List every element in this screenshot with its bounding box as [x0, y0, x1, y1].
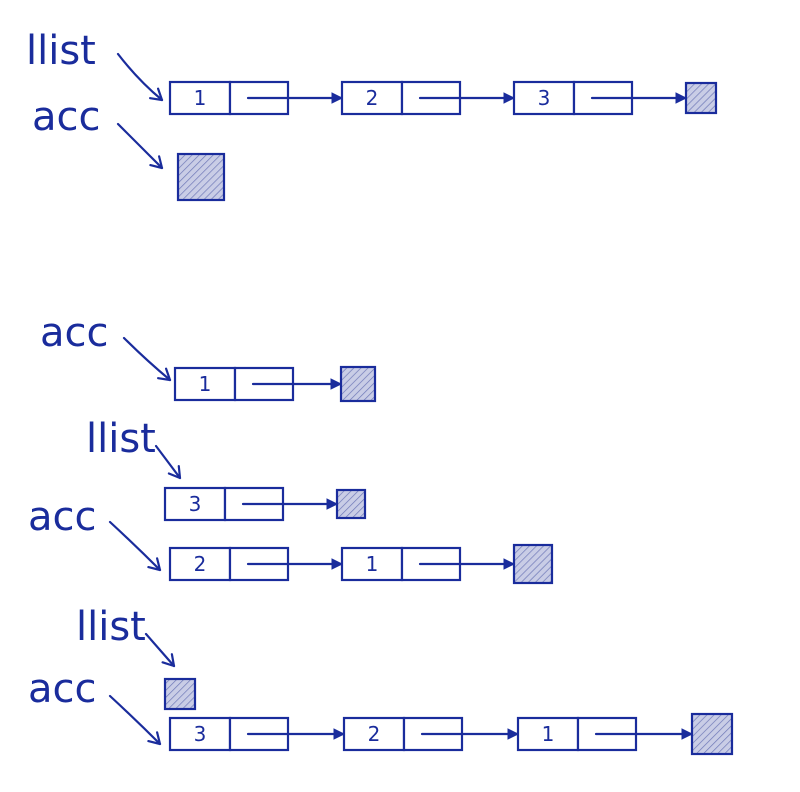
step1-llist-node-1: 1: [168, 80, 290, 116]
step1-llist-node-2-value-cell: [340, 80, 404, 116]
step2-acc-label: acc: [40, 310, 109, 356]
step2-acc-pointer-curve: [122, 336, 172, 382]
step2-acc-null-terminator: [339, 365, 377, 403]
step2-acc-node-1-next-arrow: [251, 378, 343, 390]
step1-acc-pointer: [116, 122, 164, 170]
step4-acc-node-1-next-arrow-head: [333, 728, 346, 740]
step3-llist-pointer-head: [167, 464, 182, 480]
step3-acc-pointer-curve: [108, 520, 162, 572]
step4-acc-node-3-value: 1: [542, 722, 555, 746]
step4-llist-pointer-curve: [144, 632, 176, 668]
step4-llist-null: [163, 677, 197, 711]
step3-acc-node-2-next-arrow: [418, 558, 516, 570]
step4-acc-label: acc: [28, 666, 97, 712]
step3-llist-node-1-value: 3: [189, 492, 202, 516]
step1-llist-node-2-next-arrow-head: [503, 92, 516, 104]
step4-acc-node-1-value: 3: [194, 722, 207, 746]
step3-acc-node-1-value-cell: [168, 546, 232, 582]
step1-llist-node-2-value: 2: [366, 86, 379, 110]
step4-acc-null-terminator: [690, 712, 734, 756]
step4-acc-node-3-next-arrow-head: [681, 728, 694, 740]
step3-acc-node-2-value: 1: [366, 552, 379, 576]
step3-acc-pointer-head: [147, 557, 162, 572]
step4-acc-node-2-next-arrow: [420, 728, 520, 740]
step3-llist-pointer: [154, 444, 182, 480]
step3-acc-node-1-next-arrow-head: [331, 558, 344, 570]
step2-acc-node-1-value-cell: [173, 366, 237, 402]
step3-acc-label: acc: [28, 494, 97, 540]
step1-llist-node-3-next-arrow: [590, 92, 688, 104]
step4-llist-pointer-head: [161, 653, 176, 668]
step3-llist-null-terminator: [335, 488, 367, 520]
step3-acc-node-1-value: 2: [194, 552, 207, 576]
step3-acc-null-terminator: [512, 543, 554, 585]
step1-acc-label: acc: [32, 94, 101, 140]
step1-acc-null: [176, 152, 226, 202]
step4-acc-node-2-next-arrow-head: [507, 728, 520, 740]
step2-acc-node-1-next-arrow-head: [330, 378, 343, 390]
step1-acc-pointer-head: [149, 155, 164, 170]
step4-acc-node-2-value-cell: [342, 716, 406, 752]
step3-llist-node-1-next-arrow: [241, 498, 339, 510]
step1-llist-null-terminator: [684, 81, 718, 115]
step1-llist-pointer: [116, 52, 164, 102]
step1-llist-node-3-value-cell: [512, 80, 576, 116]
step1-llist-node-3-value: 3: [538, 86, 551, 110]
step4-acc-pointer-head: [147, 731, 162, 746]
step3-acc-node-2-value-cell: [340, 546, 404, 582]
step2-acc-node-1-value: 1: [199, 372, 212, 396]
step2-acc-pointer: [122, 336, 172, 382]
step1-llist-node-3-next-arrow-head: [675, 92, 688, 104]
step2-acc-node-1: 1: [173, 366, 295, 402]
step4-llist-label: llist: [76, 604, 146, 650]
step1-llist-node-1-next-arrow-head: [331, 92, 344, 104]
step2-acc-pointer-head: [157, 367, 172, 382]
step4-acc-node-3-next-arrow: [594, 728, 694, 740]
step3-acc-node-2-next-arrow-head: [503, 558, 516, 570]
step1-acc-pointer-curve: [116, 122, 164, 170]
step3-llist-pointer-curve: [154, 444, 182, 480]
step1-llist-label: llist: [26, 28, 96, 74]
step4-llist-pointer: [144, 632, 176, 668]
step3-acc-node-1-next-arrow: [246, 558, 344, 570]
step1-llist-node-2-next-arrow: [418, 92, 516, 104]
step3-llist-node-1-value-cell: [163, 486, 227, 522]
step4-acc-pointer-curve: [108, 694, 162, 746]
step4-acc-node-2-value: 2: [368, 722, 381, 746]
step1-llist-pointer-curve: [116, 52, 164, 102]
step1-llist-pointer-head: [149, 87, 164, 102]
step3-acc-pointer: [108, 520, 162, 572]
step3-llist-label: llist: [86, 416, 156, 462]
step4-acc-node-1-next-arrow: [246, 728, 346, 740]
step4-acc-pointer: [108, 694, 162, 746]
step4-acc-node-1-value-cell: [168, 716, 232, 752]
step3-llist-node-1-next-arrow-head: [326, 498, 339, 510]
step1-llist-node-1-value: 1: [194, 86, 207, 110]
step1-llist-node-1-next-arrow: [246, 92, 344, 104]
